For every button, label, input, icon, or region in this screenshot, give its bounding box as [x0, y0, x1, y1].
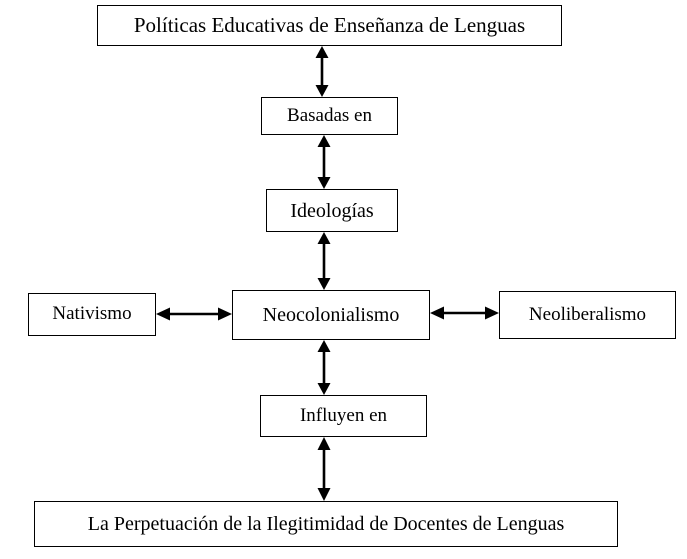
- double-arrow-vertical-icon: [309, 46, 335, 97]
- node-neocolonialismo[interactable]: Neocolonialismo: [232, 290, 430, 340]
- double-arrow-horizontal-icon: [156, 302, 232, 326]
- node-politicas-educativas[interactable]: Políticas Educativas de Enseñanza de Len…: [97, 5, 562, 46]
- node-influyen-en[interactable]: Influyen en: [260, 395, 427, 437]
- double-arrow-vertical-icon: [311, 437, 337, 501]
- node-label: Basadas en: [287, 104, 372, 126]
- double-arrow-vertical-icon: [311, 340, 337, 395]
- node-label: Ideologías: [290, 199, 374, 222]
- node-label: La Perpetuación de la Ilegitimidad de Do…: [87, 513, 565, 535]
- node-basadas-en[interactable]: Basadas en: [261, 97, 398, 135]
- double-arrow-horizontal-icon: [430, 301, 499, 325]
- double-arrow-vertical-icon: [311, 135, 337, 189]
- node-ideologias[interactable]: Ideologías: [266, 189, 398, 232]
- node-label: Influyen en: [299, 404, 388, 426]
- node-nativismo[interactable]: Nativismo: [28, 293, 156, 336]
- node-neoliberalismo[interactable]: Neoliberalismo: [499, 291, 676, 339]
- node-label: Neocolonialismo: [262, 304, 400, 326]
- node-label: Neoliberalismo: [528, 303, 647, 325]
- node-perpetuacion-ilegitimidad[interactable]: La Perpetuación de la Ilegitimidad de Do…: [34, 501, 618, 547]
- double-arrow-vertical-icon: [311, 232, 337, 290]
- node-label: Nativismo: [52, 303, 132, 325]
- node-label: Políticas Educativas de Enseñanza de Len…: [133, 12, 526, 37]
